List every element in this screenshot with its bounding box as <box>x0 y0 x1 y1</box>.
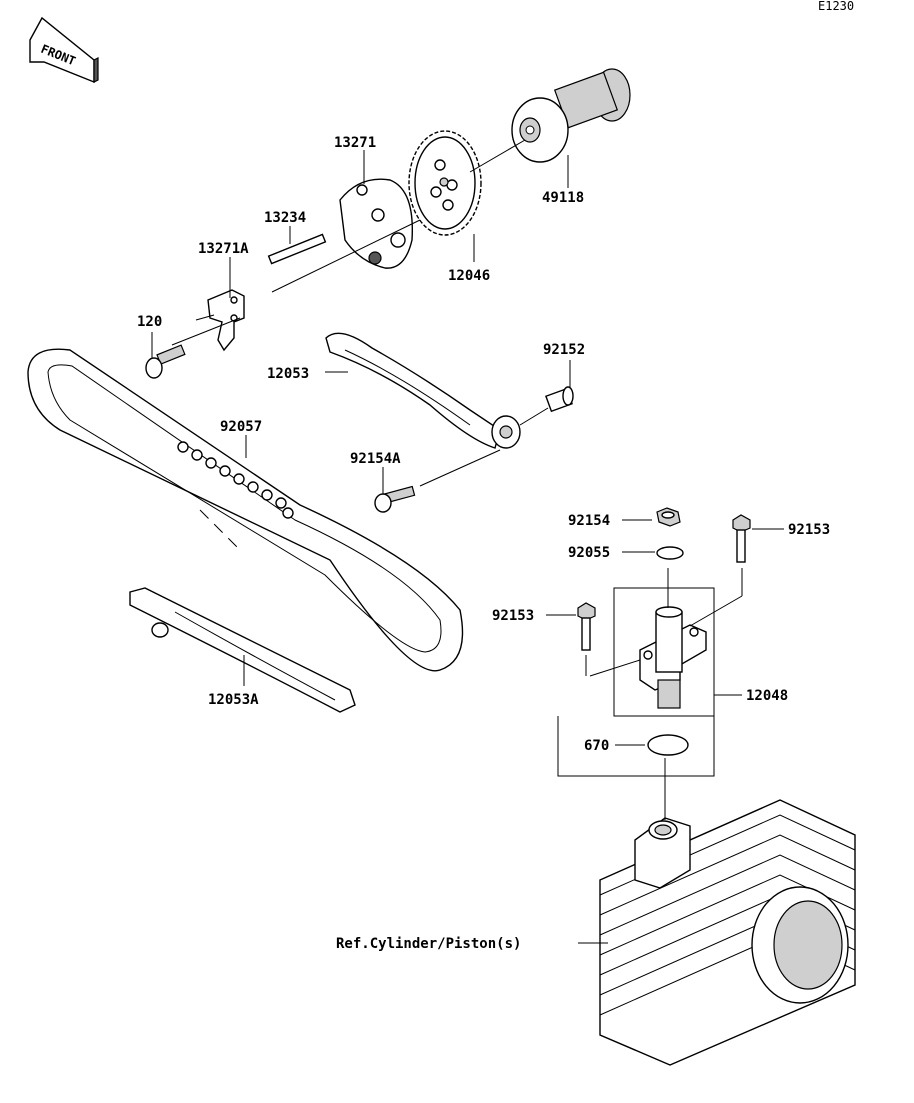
part-92153-left-label: 92153 <box>492 608 534 624</box>
part-92152-label: 92152 <box>543 342 585 358</box>
cam-chain-icon <box>27 348 464 672</box>
part-12048-label: 12048 <box>746 688 788 704</box>
front-arrow-icon: FRONT <box>29 16 99 84</box>
leader-lines <box>151 139 784 944</box>
pin-icon <box>267 233 327 265</box>
part-13234-label: 13234 <box>264 210 306 226</box>
part-12053-label: 12053 <box>267 366 309 382</box>
chain-links <box>177 441 294 519</box>
collar-icon <box>545 386 574 413</box>
camshaft-icon <box>511 68 631 163</box>
part-13271-label: 13271 <box>334 135 376 151</box>
bracket-icon <box>207 289 245 352</box>
bolt-92154A-icon <box>374 485 416 513</box>
part-92153-right-label: 92153 <box>788 522 830 538</box>
part-49118-label: 49118 <box>542 190 584 206</box>
part-12046-label: 12046 <box>448 268 490 284</box>
part-92055-label: 92055 <box>568 545 610 561</box>
part-12053A-label: 12053A <box>208 692 259 708</box>
o-ring-small-icon <box>656 546 684 560</box>
part-92154-label: 92154 <box>568 513 610 529</box>
nut-icon <box>656 507 681 527</box>
bolt-92153-right-icon <box>732 514 751 563</box>
ref-cylinder-label: Ref.Cylinder/Piston(s) <box>336 936 521 952</box>
part-92154A-label: 92154A <box>350 451 401 467</box>
part-120-label: 120 <box>137 314 162 330</box>
bolt-92153-left-icon <box>577 602 596 651</box>
chain-tensioner-icon <box>613 587 715 717</box>
o-ring-large-icon <box>647 734 689 756</box>
cam-sprocket-icon <box>408 130 482 236</box>
cam-plate-icon <box>339 178 414 269</box>
bolt-120-icon <box>145 344 186 379</box>
chain-guide-lower-icon <box>129 587 356 713</box>
part-670-label: 670 <box>584 738 609 754</box>
cylinder-block-icon <box>599 799 856 1066</box>
part-92057-label: 92057 <box>220 419 262 435</box>
part-13271A-label: 13271A <box>198 241 249 257</box>
diagram-code: E1230 <box>818 0 854 13</box>
chain-guide-upper-icon <box>325 332 521 449</box>
